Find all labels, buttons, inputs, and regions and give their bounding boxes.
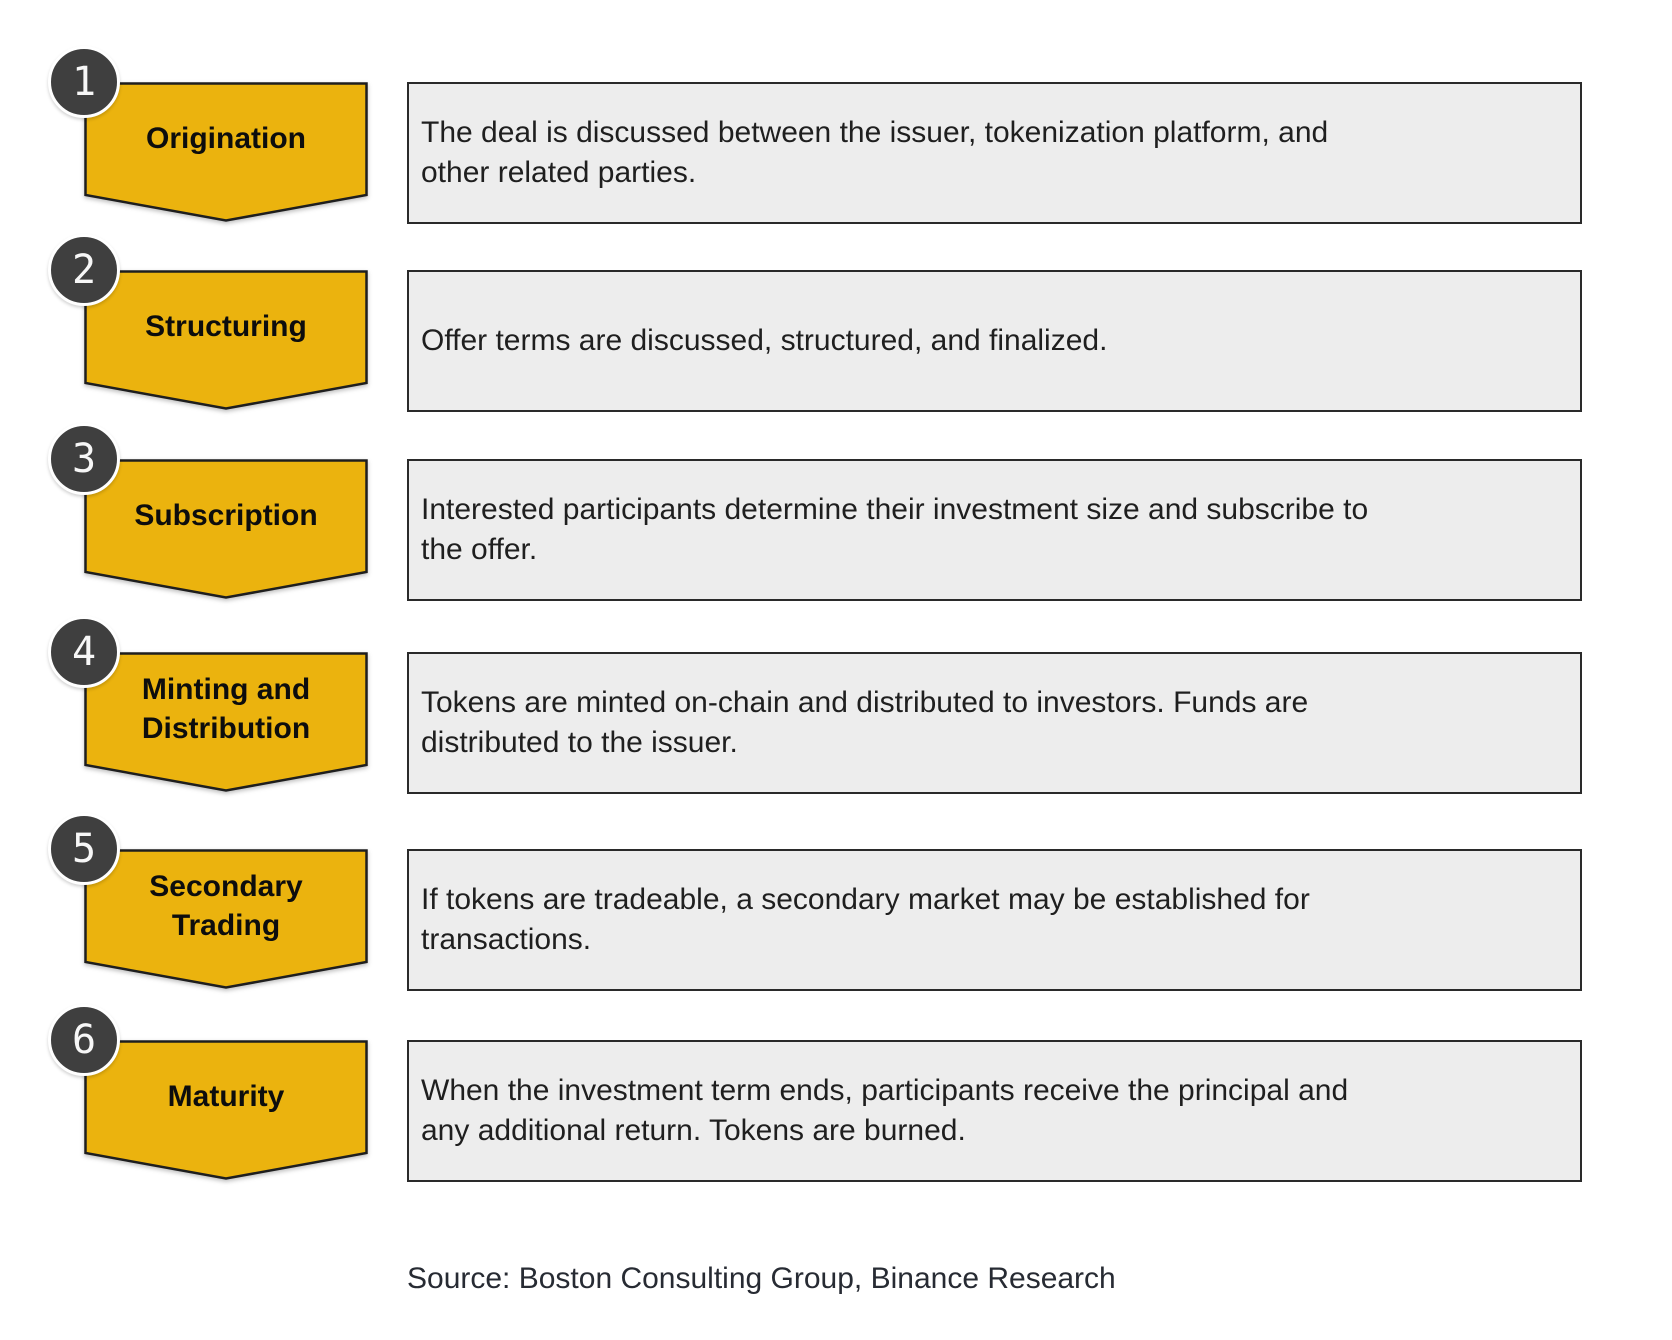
step-number-badge: 4 bbox=[48, 616, 120, 688]
step-number: 1 bbox=[71, 59, 97, 105]
step-number-badge: 5 bbox=[48, 813, 120, 885]
step-label: Structuring bbox=[145, 310, 307, 343]
banner-ribbon-shape bbox=[84, 459, 368, 599]
step-row-1: 1 Origination The deal is discussed betw… bbox=[0, 46, 1672, 262]
step-description: The deal is discussed between the issuer… bbox=[421, 116, 1329, 189]
step-number: 3 bbox=[71, 436, 97, 482]
banner-ribbon-shape bbox=[84, 1040, 368, 1180]
banner-ribbon-shape bbox=[84, 270, 368, 410]
step-label: Secondary Trading bbox=[149, 869, 303, 942]
step-banner: Minting and Distribution bbox=[84, 652, 368, 792]
step-number-badge: 2 bbox=[48, 234, 120, 306]
step-row-4: 4 Minting and Distribution Tokens are mi… bbox=[0, 616, 1672, 832]
banner-ribbon-shape bbox=[84, 82, 368, 222]
step-row-6: 6 Maturity When the investment term ends… bbox=[0, 1004, 1672, 1220]
step-description-box: If tokens are tradeable, a secondary mar… bbox=[407, 849, 1582, 991]
step-number-badge: 1 bbox=[48, 46, 120, 118]
step-description: Offer terms are discussed, structured, a… bbox=[421, 324, 1108, 357]
step-banner: Origination bbox=[84, 82, 368, 222]
banner-ribbon-shape bbox=[84, 652, 368, 792]
banner-ribbon-shape bbox=[84, 849, 368, 989]
step-number: 5 bbox=[71, 826, 97, 872]
step-number-badge: 6 bbox=[48, 1004, 120, 1076]
step-description: If tokens are tradeable, a secondary mar… bbox=[421, 883, 1310, 956]
step-description: Tokens are minted on-chain and distribut… bbox=[421, 686, 1309, 759]
step-banner: Maturity bbox=[84, 1040, 368, 1180]
step-description-box: Offer terms are discussed, structured, a… bbox=[407, 270, 1582, 412]
step-number-badge: 3 bbox=[48, 423, 120, 495]
step-banner: Subscription bbox=[84, 459, 368, 599]
step-description: Interested participants determine their … bbox=[421, 493, 1369, 566]
step-row-5: 5 Secondary Trading If tokens are tradea… bbox=[0, 813, 1672, 1029]
step-label: Origination bbox=[146, 122, 306, 155]
source-note: Source: Boston Consulting Group, Binance… bbox=[407, 1262, 1116, 1295]
step-label: Maturity bbox=[167, 1080, 285, 1113]
step-banner: Secondary Trading bbox=[84, 849, 368, 989]
step-description: When the investment term ends, participa… bbox=[421, 1074, 1349, 1147]
step-number: 6 bbox=[71, 1017, 97, 1063]
step-row-2: 2 Structuring Offer terms are discussed,… bbox=[0, 234, 1672, 450]
step-description-box: When the investment term ends, participa… bbox=[407, 1040, 1582, 1182]
step-banner: Structuring bbox=[84, 270, 368, 410]
step-description-box: Tokens are minted on-chain and distribut… bbox=[407, 652, 1582, 794]
step-number: 4 bbox=[71, 629, 97, 675]
step-description-box: Interested participants determine their … bbox=[407, 459, 1582, 601]
step-label: Subscription bbox=[134, 499, 318, 532]
step-label: Minting and Distribution bbox=[141, 672, 311, 745]
step-row-3: 3 Subscription Interested participants d… bbox=[0, 423, 1672, 639]
step-description-box: The deal is discussed between the issuer… bbox=[407, 82, 1582, 224]
step-number: 2 bbox=[71, 247, 97, 293]
